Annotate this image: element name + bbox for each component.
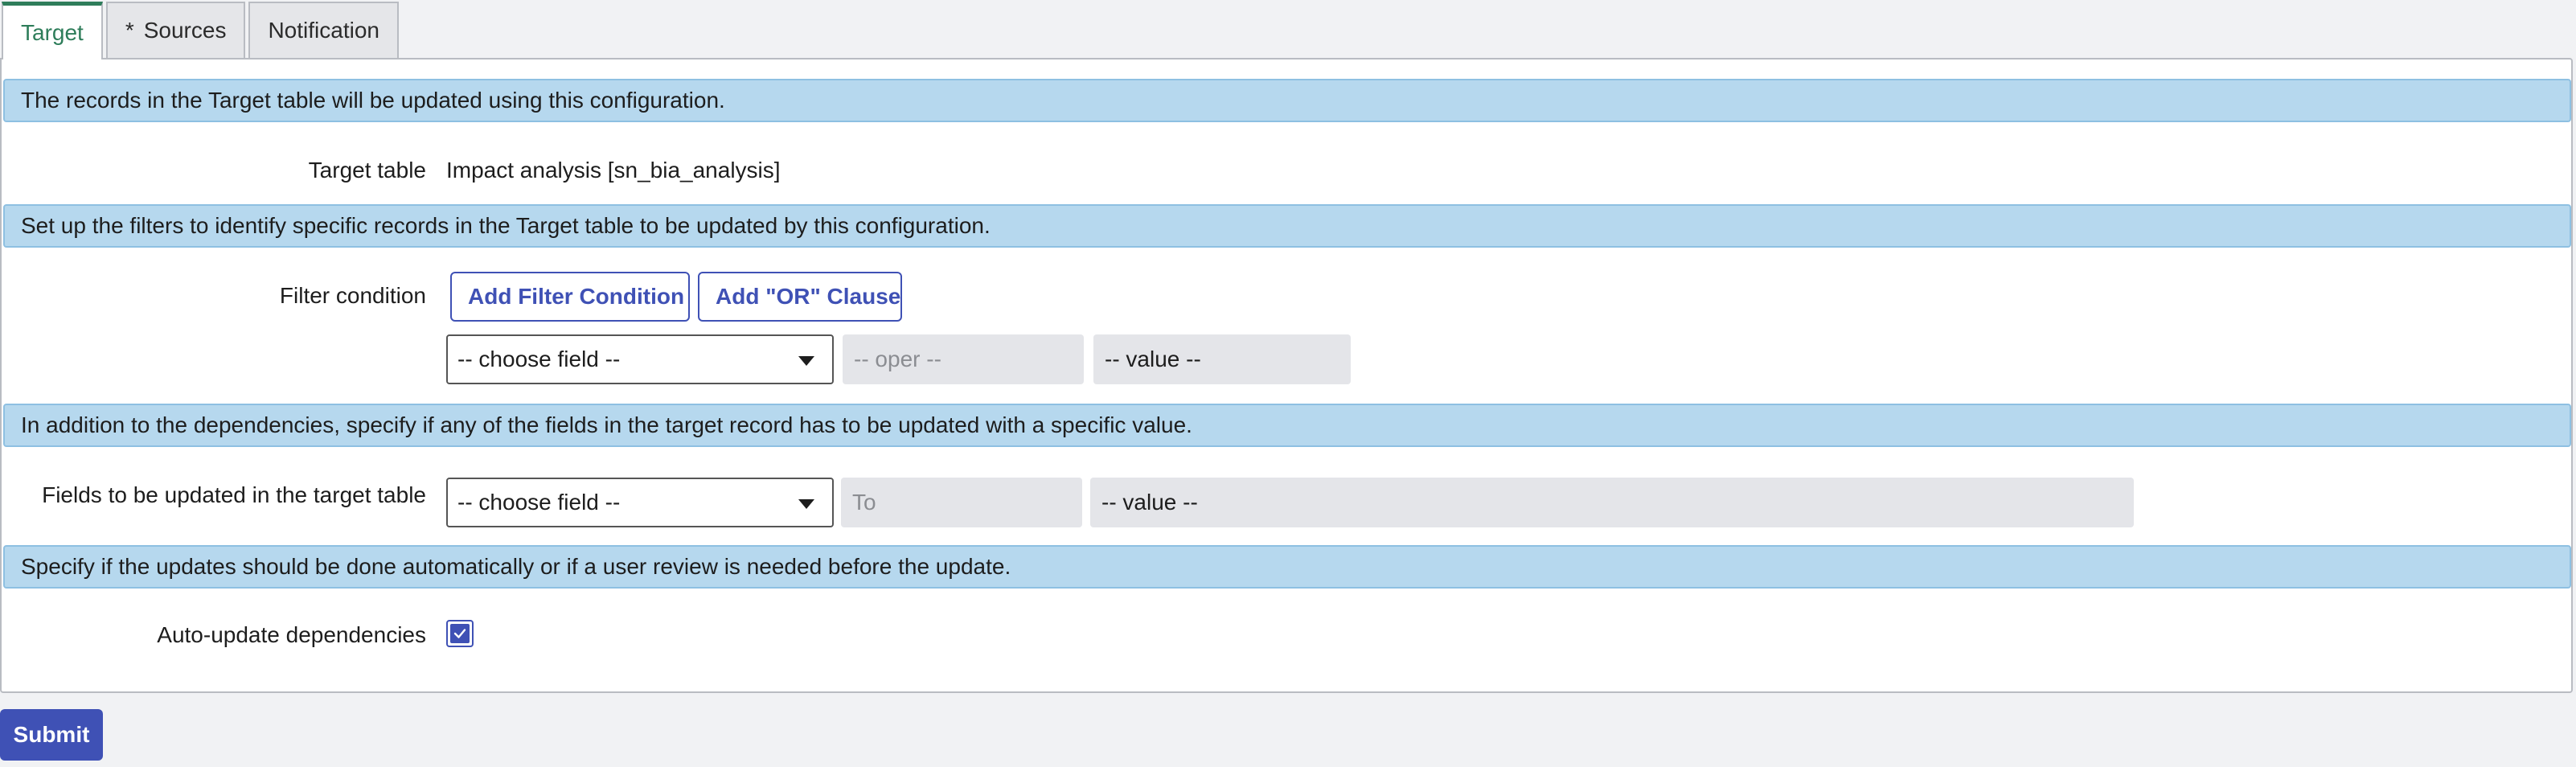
add-filter-condition-button[interactable]: Add Filter Condition [450, 272, 690, 322]
auto-info-banner: Specify if the updates should be done au… [3, 545, 2571, 589]
add-or-clause-button[interactable]: Add "OR" Clause [698, 272, 902, 322]
tab-target[interactable]: Target [2, 2, 103, 59]
tab-notification[interactable]: Notification [248, 2, 399, 58]
chevron-down-icon [798, 356, 814, 366]
tab-target-label: Target [21, 19, 84, 45]
fields-update-label: Fields to be updated in the target table [42, 482, 426, 507]
filter-field-select[interactable]: -- choose field -- [446, 334, 834, 384]
tab-bar: Target * Sources Notification [2, 2, 402, 59]
filter-oper-select[interactable]: -- oper -- [843, 334, 1084, 384]
chevron-down-icon [798, 499, 814, 509]
fields-info-banner: In addition to the dependencies, specify… [3, 404, 2571, 447]
tab-notification-label: Notification [268, 18, 379, 43]
auto-update-label: Auto-update dependencies [157, 622, 426, 647]
required-marker: * [125, 18, 134, 43]
checkmark-icon [453, 629, 466, 638]
filter-field-select-value: -- choose field -- [457, 347, 621, 371]
update-to-input[interactable]: To [841, 478, 1082, 527]
update-field-select[interactable]: -- choose field -- [446, 478, 834, 527]
filter-value-input[interactable]: -- value -- [1093, 334, 1351, 384]
auto-update-checkbox[interactable] [446, 620, 474, 647]
update-field-select-value: -- choose field -- [457, 490, 621, 515]
target-table-label: Target table [308, 158, 426, 183]
target-panel: The records in the Target table will be … [0, 58, 2573, 693]
target-table-value: Impact analysis [sn_bia_analysis] [446, 158, 781, 183]
filter-info-banner: Set up the filters to identify specific … [3, 204, 2571, 248]
checkbox-checked-fill [450, 624, 470, 643]
tab-sources[interactable]: * Sources [105, 2, 246, 58]
filter-condition-label: Filter condition [279, 283, 426, 308]
target-info-banner: The records in the Target table will be … [3, 79, 2571, 122]
submit-button[interactable]: Submit [0, 709, 103, 761]
update-value-input[interactable]: -- value -- [1090, 478, 2134, 527]
tab-sources-label: Sources [143, 18, 227, 43]
